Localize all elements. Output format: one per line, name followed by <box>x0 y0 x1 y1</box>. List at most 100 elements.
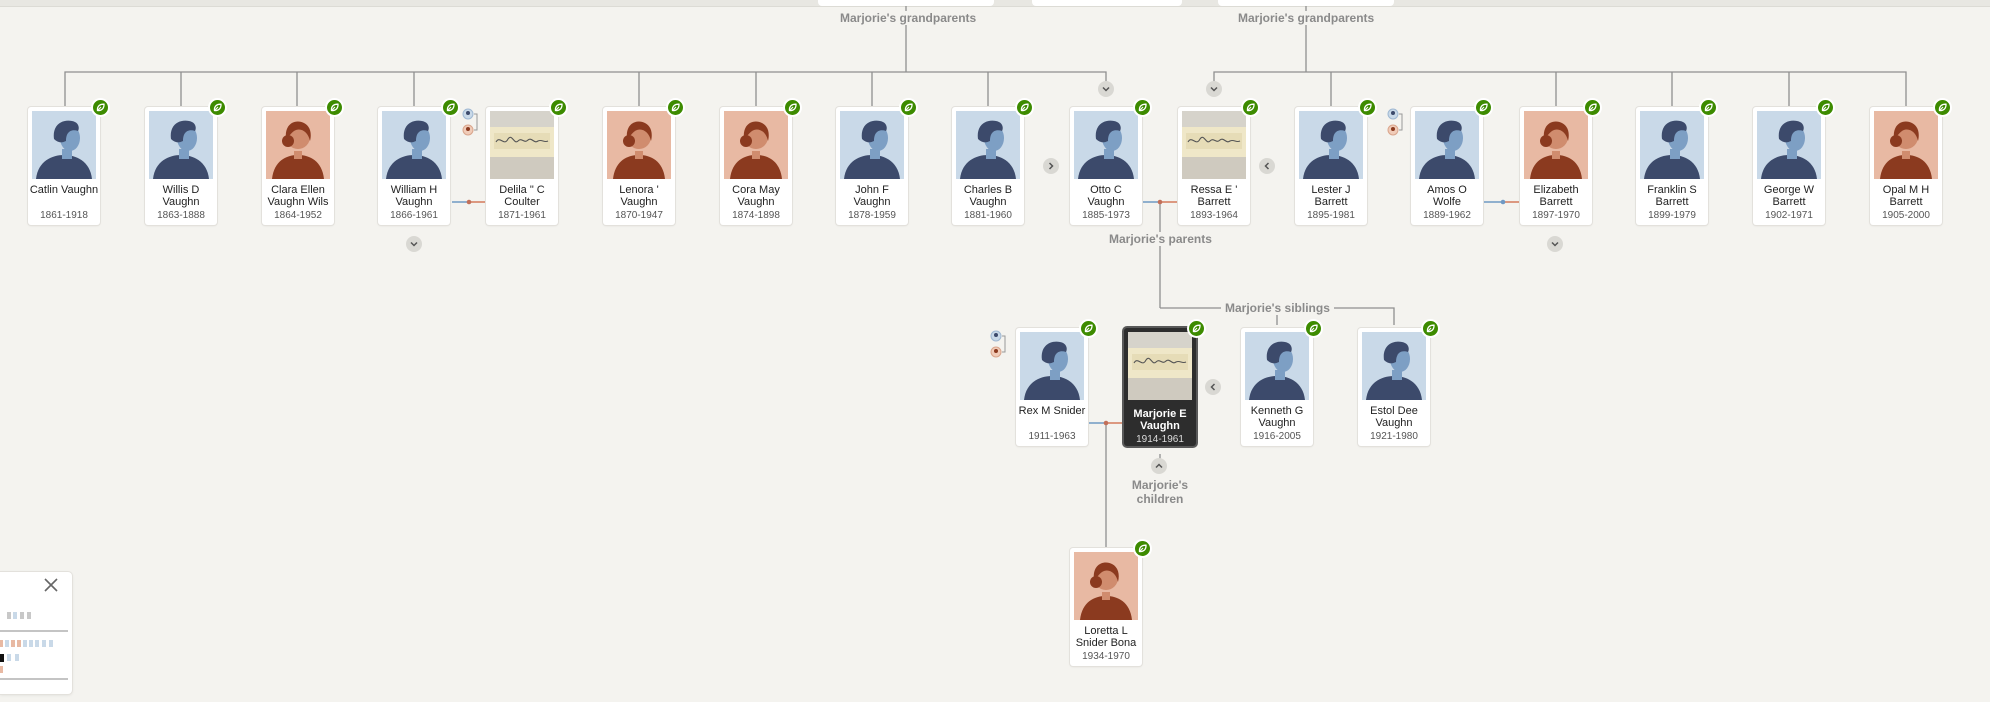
person-lifespan: 1921-1980 <box>1370 431 1418 442</box>
leaf-hint-icon[interactable] <box>1135 541 1150 556</box>
expand-ressa-ancestors-button[interactable] <box>1206 81 1222 97</box>
chevron-down-icon <box>409 239 419 249</box>
male-avatar <box>1299 111 1363 179</box>
leaf-hint-icon[interactable] <box>901 100 916 115</box>
leaf-hint-icon[interactable] <box>1476 100 1491 115</box>
leaf-hint-icon[interactable] <box>210 100 225 115</box>
male-avatar <box>1757 111 1821 179</box>
chevron-down-icon <box>1209 84 1219 94</box>
person-card-kenneth[interactable]: Kenneth G Vaughn 1916-2005 <box>1241 328 1313 446</box>
person-name: Estol Dee Vaughn <box>1370 405 1418 429</box>
leaf-hint-icon[interactable] <box>1243 100 1258 115</box>
show-siblings-left-button[interactable] <box>1205 379 1221 395</box>
expand-elizabeth-children-button[interactable] <box>1547 236 1563 252</box>
female-avatar <box>266 111 330 179</box>
female-avatar <box>1524 111 1588 179</box>
leaf-hint-icon[interactable] <box>1585 100 1600 115</box>
male-avatar <box>956 111 1020 179</box>
leaf-hint-icon[interactable] <box>1135 100 1150 115</box>
expand-otto-ancestors-button[interactable] <box>1098 81 1114 97</box>
group-label-grandparents-left: Marjorie's grandparents <box>836 11 981 25</box>
chevron-down-icon <box>1101 84 1111 94</box>
leaf-hint-icon[interactable] <box>443 100 458 115</box>
leaf-hint-icon[interactable] <box>551 100 566 115</box>
female-avatar <box>1874 111 1938 179</box>
person-lifespan: 1893-1964 <box>1190 210 1238 221</box>
person-card-willis[interactable]: Willis D Vaughn 1863-1888 <box>145 107 217 225</box>
scroll-left-button[interactable] <box>1259 158 1275 174</box>
male-avatar <box>1362 332 1426 400</box>
person-name: Willis D Vaughn <box>162 184 200 208</box>
leaf-hint-icon[interactable] <box>1081 321 1096 336</box>
leaf-hint-icon[interactable] <box>1017 100 1032 115</box>
person-lifespan: 1889-1962 <box>1423 210 1471 221</box>
leaf-hint-icon[interactable] <box>1360 100 1375 115</box>
group-label-parents: Marjorie's parents <box>1105 232 1216 246</box>
expand-william-children-button[interactable] <box>406 236 422 252</box>
collapse-children-button[interactable] <box>1151 458 1167 474</box>
person-lifespan: 1916-2005 <box>1253 431 1301 442</box>
person-name: Kenneth G Vaughn <box>1250 405 1304 429</box>
spouse-switcher-rex[interactable] <box>990 327 1006 361</box>
top-tab-right <box>1218 0 1394 6</box>
male-avatar <box>382 111 446 179</box>
person-lifespan: 1899-1979 <box>1648 210 1696 221</box>
person-lifespan: 1861-1918 <box>40 210 88 221</box>
person-lifespan: 1863-1888 <box>157 210 205 221</box>
person-name: George W Barrett <box>1763 184 1815 208</box>
person-name: Otto C Vaughn <box>1087 184 1125 208</box>
group-label-siblings: Marjorie's siblings <box>1221 301 1334 315</box>
leaf-hint-icon[interactable] <box>1935 100 1950 115</box>
leaf-hint-icon[interactable] <box>327 100 342 115</box>
male-avatar <box>149 111 213 179</box>
person-lifespan: 1911-1963 <box>1028 431 1076 442</box>
leaf-hint-icon[interactable] <box>785 100 800 115</box>
person-name: Franklin S Barrett <box>1647 184 1697 208</box>
male-avatar <box>32 111 96 179</box>
person-name: Clara Ellen Vaughn Wils <box>267 184 329 208</box>
person-card-estol[interactable]: Estol Dee Vaughn 1921-1980 <box>1358 328 1430 446</box>
tree-minimap[interactable] <box>0 572 72 694</box>
leaf-hint-icon[interactable] <box>1423 321 1438 336</box>
spouse-switcher-william[interactable] <box>462 105 478 139</box>
person-lifespan: 1905-2000 <box>1882 210 1930 221</box>
spouse-switcher-amos[interactable] <box>1387 105 1403 139</box>
scroll-right-button[interactable] <box>1043 158 1059 174</box>
leaf-hint-icon[interactable] <box>1306 321 1321 336</box>
leaf-hint-icon[interactable] <box>1818 100 1833 115</box>
leaf-hint-icon[interactable] <box>93 100 108 115</box>
person-lifespan: 1866-1961 <box>390 210 438 221</box>
person-name: Catlin Vaughn <box>29 184 99 196</box>
person-card-catlin[interactable]: Catlin Vaughn 1861-1918 <box>28 107 100 225</box>
leaf-hint-icon[interactable] <box>1189 321 1204 336</box>
person-card-franklin[interactable]: Franklin S Barrett 1899-1979 <box>1636 107 1708 225</box>
person-name: John F Vaughn <box>853 184 891 208</box>
person-name: Ressa E ' Barrett <box>1190 184 1238 208</box>
chevron-right-icon <box>1046 161 1056 171</box>
male-avatar <box>1640 111 1704 179</box>
leaf-hint-icon[interactable] <box>668 100 683 115</box>
spouse-switcher-icon <box>1387 105 1403 139</box>
person-card-ressa[interactable]: Ressa E ' Barrett 1893-1964 <box>1178 107 1250 225</box>
leaf-hint-icon[interactable] <box>1701 100 1716 115</box>
person-name: Lenora ' Vaughn <box>619 184 659 208</box>
person-lifespan: 1895-1981 <box>1307 210 1355 221</box>
spouse-switcher-icon <box>462 105 478 139</box>
minimap-close-button[interactable] <box>42 576 60 594</box>
